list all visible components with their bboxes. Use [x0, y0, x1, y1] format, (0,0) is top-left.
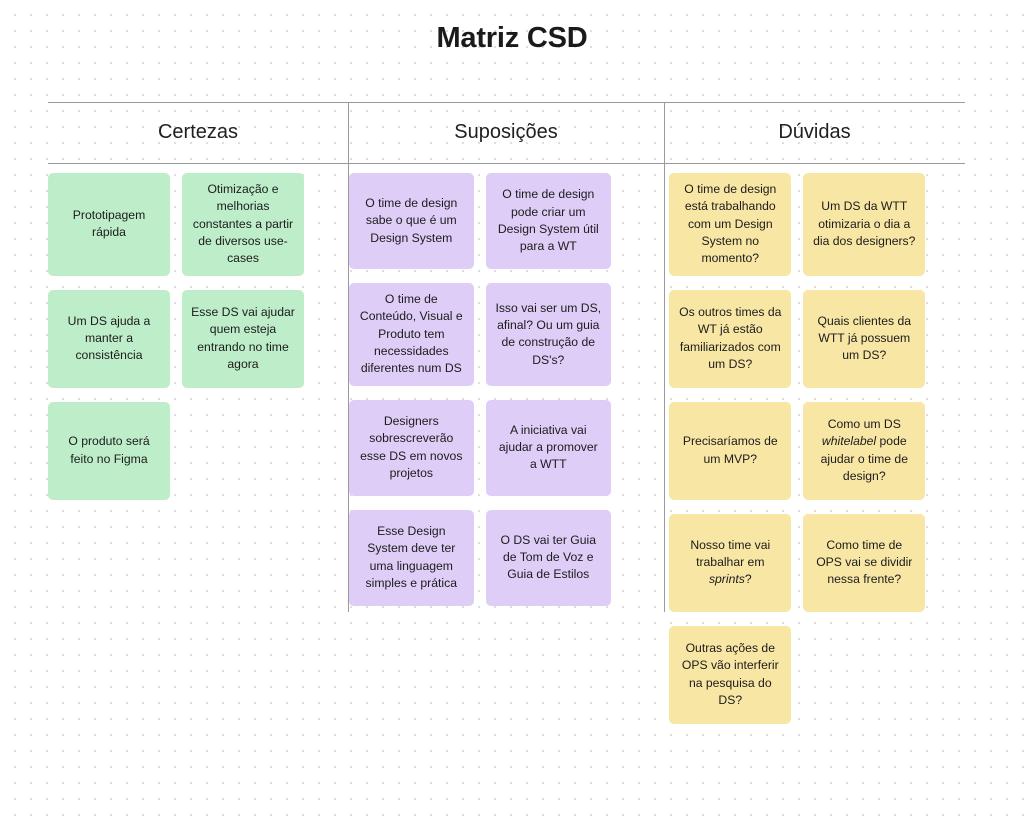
sticky-note-text: Como time de OPS vai se dividir nessa fr… — [816, 537, 913, 587]
sticky-note[interactable]: Esse DS vai ajudar quem esteja entrando … — [182, 289, 304, 388]
sticky-note-text: O time de design está trabalhando com um… — [684, 182, 777, 266]
sticky-note[interactable]: O time de Conteúdo, Visual e Produto tem… — [348, 283, 474, 386]
sticky-note[interactable]: Otimização e melhorias constantes a part… — [182, 173, 304, 276]
sticky-note-text: Prototipagem rápida — [72, 207, 146, 240]
sticky-note[interactable]: O time de design sabe o que é um Design … — [348, 173, 474, 269]
sticky-note[interactable]: O time de design está trabalhando com um… — [669, 173, 792, 276]
sticky-note-text: Esse DS vai ajudar quem esteja entrando … — [191, 304, 295, 371]
column-certezas: Prototipagem rápida Otimização e melhori… — [48, 173, 343, 724]
column-suposicoes: O time de design sabe o que é um Design … — [348, 173, 660, 724]
sticky-note[interactable]: Como um DS whitelabel pode ajudar o time… — [803, 401, 926, 500]
column-headers: Certezas Suposições Dúvidas — [48, 102, 965, 163]
column-header-certezas: Certezas — [157, 121, 239, 143]
sticky-note[interactable]: Designers sobrescreverão esse DS em novo… — [348, 399, 474, 496]
matrix-top-divider — [48, 102, 965, 103]
sticky-note[interactable]: O time de design pode criar um Design Sy… — [485, 173, 611, 269]
column-header-duvidas: Dúvidas — [778, 121, 851, 143]
sticky-note-text: Um DS da WTT otimizaria o dia a dia dos … — [813, 199, 916, 248]
matrix-frame: Certezas Suposições Dúvidas — [48, 102, 965, 612]
sticky-note-text: Quais clientes da WTT já possuem um DS? — [817, 313, 912, 363]
page-title: Matriz CSD — [436, 22, 588, 54]
sticky-note[interactable]: O DS vai ter Guia de Tom de Voz e Guia d… — [485, 509, 611, 606]
sticky-note-text: Designers sobrescreverão esse DS em novo… — [360, 413, 463, 480]
sticky-note[interactable]: Um DS da WTT otimizaria o dia a dia dos … — [803, 173, 926, 276]
matrix-column-divider-1 — [348, 102, 349, 612]
sticky-note[interactable]: Isso vai ser um DS, afinal? Ou um guia d… — [485, 283, 611, 386]
sticky-note-text: O time de Conteúdo, Visual e Produto tem… — [359, 292, 463, 376]
column-duvidas: O time de design está trabalhando com um… — [669, 173, 968, 724]
sticky-note[interactable]: Um DS ajuda a manter a consistência — [48, 289, 170, 388]
sticky-note[interactable]: O produto será feito no Figma — [48, 401, 170, 500]
card-columns: Prototipagem rápida Otimização e melhori… — [48, 173, 968, 724]
sticky-note[interactable]: A iniciativa vai ajudar a promover a WTT — [485, 399, 611, 496]
sticky-note-text: O DS vai ter Guia de Tom de Voz e Guia d… — [500, 532, 597, 582]
sticky-note[interactable]: Prototipagem rápida — [48, 173, 170, 276]
sticky-note[interactable]: Esse Design System deve ter uma linguage… — [348, 509, 474, 606]
sticky-note-text: Outras ações de OPS vão interferir na pe… — [681, 640, 779, 707]
sticky-note-text: Um DS ajuda a manter a consistência — [67, 313, 151, 363]
sticky-note[interactable]: Outras ações de OPS vão interferir na pe… — [669, 625, 792, 724]
sticky-note-text: Precisaríamos de um MVP? — [682, 434, 778, 466]
sticky-note-text: Como um DS whitelabel pode ajudar o time… — [820, 416, 908, 483]
sticky-note-text: Esse Design System deve ter uma linguage… — [365, 523, 457, 590]
sticky-note-text: Otimização e melhorias constantes a part… — [192, 182, 294, 266]
sticky-note[interactable]: Como time de OPS vai se dividir nessa fr… — [803, 513, 926, 612]
sticky-note-text: Nosso time vai trabalhar em sprints? — [690, 537, 771, 587]
sticky-note-text: Isso vai ser um DS, afinal? Ou um guia d… — [495, 300, 602, 367]
sticky-note[interactable]: Precisaríamos de um MVP? — [669, 401, 792, 500]
sticky-note[interactable]: Nosso time vai trabalhar em sprints? — [669, 513, 792, 612]
sticky-note[interactable]: Quais clientes da WTT já possuem um DS? — [803, 289, 926, 388]
sticky-note-text: O time de design pode criar um Design Sy… — [497, 187, 599, 254]
sticky-note[interactable]: Os outros times da WT já estão familiari… — [669, 289, 792, 388]
column-header-suposicoes: Suposições — [454, 121, 558, 143]
sticky-note-text: O produto será feito no Figma — [68, 434, 150, 466]
sticky-note-text: Os outros times da WT já estão familiari… — [679, 304, 782, 371]
sticky-note-text: O time de design sabe o que é um Design … — [365, 196, 458, 245]
sticky-note-text: A iniciativa vai ajudar a promover a WTT — [498, 422, 598, 472]
matrix-header-divider — [48, 163, 965, 164]
matrix-column-divider-2 — [664, 102, 665, 612]
